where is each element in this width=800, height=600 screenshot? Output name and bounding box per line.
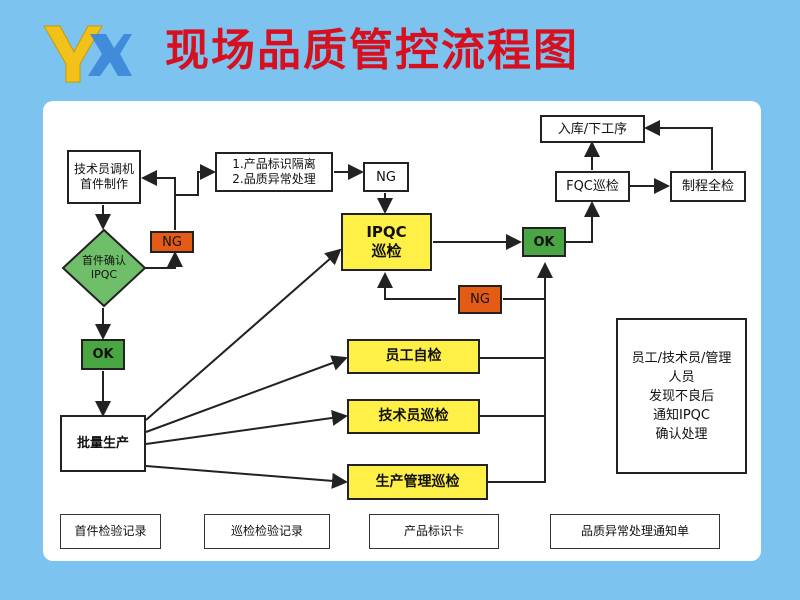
ng-badge-first: NG (150, 231, 194, 253)
issue-handling-box: 1.产品标识隔离 2.品质异常处理 (215, 152, 333, 192)
first-confirm-diamond (61, 228, 147, 308)
tech-patrol-box: 技术员巡检 (347, 399, 480, 434)
tech-debug-box: 技术员调机 首件制作 (67, 150, 141, 204)
ok-badge-ipqc: OK (522, 227, 566, 257)
page-title: 现场品质管控流程图 (165, 25, 579, 76)
company-logo (40, 20, 132, 86)
staff-self-check-box: 员工自检 (347, 339, 480, 374)
doc-quality-exception-notice: 品质异常处理通知单 (550, 514, 720, 549)
process-full-check-box: 制程全检 (670, 171, 746, 202)
ng-box-ipqc: NG (363, 162, 409, 192)
fqc-patrol-box: FQC巡检 (555, 171, 630, 202)
notice-box: 员工/技术员/管理 人员 发现不良后 通知IPQC 确认处理 (616, 318, 747, 474)
doc-product-id-card: 产品标识卡 (369, 514, 499, 549)
mgmt-patrol-box: 生产管理巡检 (347, 464, 488, 500)
ng-badge-ipqc: NG (458, 285, 502, 314)
first-confirm-label: 首件确认 IPQC (82, 254, 126, 281)
doc-first-article-record: 首件检验记录 (60, 514, 161, 549)
batch-production-box: 批量生产 (60, 415, 146, 472)
ipqc-patrol-box: IPQC 巡检 (341, 213, 432, 271)
doc-patrol-inspection-record: 巡检检验记录 (204, 514, 330, 549)
storage-next-process-box: 入库/下工序 (540, 115, 645, 143)
ok-badge-first: OK (81, 339, 125, 370)
